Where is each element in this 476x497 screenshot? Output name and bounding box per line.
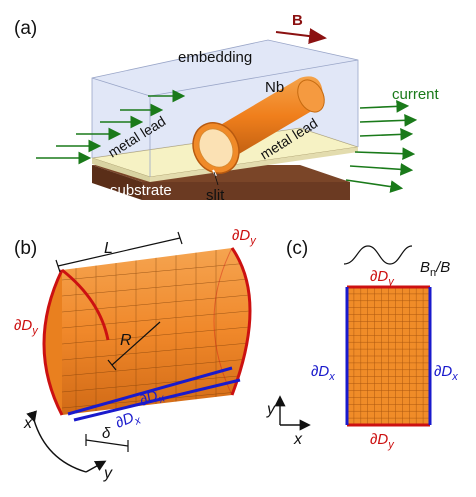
slit-label: slit [206, 187, 225, 204]
current-out-arrow [354, 147, 416, 161]
c-axis-y-label: y [266, 401, 276, 418]
current-out-arrow [359, 113, 418, 127]
field-arrow [275, 28, 327, 44]
nb-tube-body [212, 76, 323, 164]
c-edge-right-label: ∂Dx [434, 363, 458, 383]
length-label: L [104, 240, 113, 257]
edge-y-far-hidden [213, 247, 233, 396]
delta-dimension [85, 439, 129, 447]
current-out-arrow [359, 127, 414, 141]
metal-lead-edge [92, 158, 150, 182]
axis-y-arrow [85, 460, 107, 473]
panel-a-label: (a) [14, 18, 37, 39]
embedding-box [92, 40, 358, 158]
length-dimension [57, 237, 181, 267]
edge-y-left-label: ∂Dy [14, 317, 39, 337]
panel-a: (a) B [14, 12, 440, 204]
substrate-label: substrate [110, 182, 172, 199]
c-edge-left-label: ∂Dx [311, 363, 335, 383]
length-tick-right [177, 231, 183, 245]
embedding-edge [91, 77, 151, 97]
edge-x-2 [73, 378, 241, 422]
cylinder-surface [44, 248, 250, 415]
embedding-label: embedding [178, 49, 252, 66]
current-label: current [392, 86, 440, 103]
current-out-arrows [345, 100, 418, 193]
panel-b: (b) L R ∂Dy [14, 227, 257, 482]
nb-tube-back-end [297, 79, 325, 113]
length-tick-left [55, 259, 61, 273]
current-out-arrow [349, 162, 414, 176]
current-in-arrows [36, 89, 186, 165]
edge-y-near-inner [61, 268, 110, 341]
c-edge-top-label: ∂Dy [370, 268, 395, 288]
axis-x-label-b: x [23, 415, 33, 432]
radius-tick [107, 359, 117, 371]
panel-c-label: (c) [286, 238, 308, 259]
domain-grid [347, 287, 430, 425]
radius-line [111, 321, 161, 366]
nb-label: Nb [265, 79, 284, 96]
slit-pointer [213, 171, 219, 186]
axis-x-curve [26, 410, 87, 473]
radius-label: R [120, 332, 132, 349]
field-wave [343, 245, 413, 265]
field-label: B [292, 12, 303, 29]
current-out-arrow [359, 100, 410, 113]
c-edge-bottom-label: ∂Dy [370, 431, 395, 451]
substrate-side [142, 182, 350, 200]
field-ratio-label: Bn/B [420, 259, 450, 279]
c-axis-x-label: x [293, 431, 303, 448]
metal-lead-edge-right [150, 147, 358, 182]
panel-c: (c) Bn/B ∂Dy ∂Dy ∂Dx ∂Dx y x [266, 238, 458, 451]
edge-y-far [230, 247, 252, 396]
edge-y-near [42, 269, 64, 416]
axis-y-label-b: y [103, 465, 113, 482]
current-out-arrow [345, 179, 404, 193]
embedding-outline [91, 39, 359, 158]
substrate-front [92, 165, 142, 200]
edge-x-2-label: ∂Dx [113, 407, 143, 435]
edge-y-top-label: ∂Dy [232, 227, 257, 247]
cylinder-grid [44, 248, 250, 415]
delta-label: δ [102, 425, 111, 442]
edge-x-1 [67, 366, 233, 416]
panel-b-label: (b) [14, 238, 37, 259]
edge-x-1-label: ∂Dx [137, 385, 167, 413]
nb-tube-opening [198, 128, 234, 168]
